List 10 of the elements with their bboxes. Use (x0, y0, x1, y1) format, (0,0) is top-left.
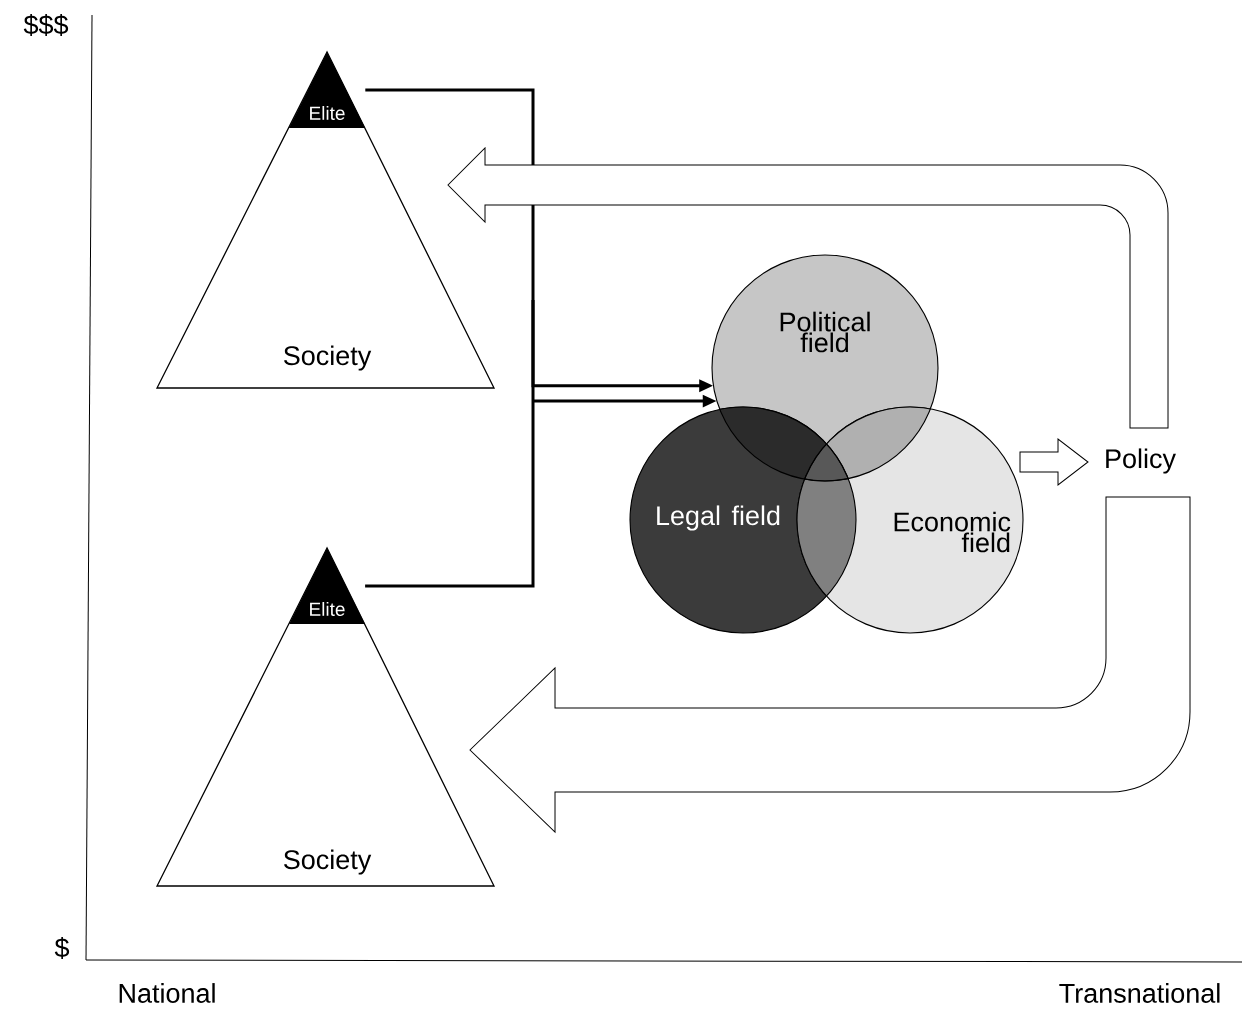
policy-label: Policy (1106, 448, 1176, 474)
axis-label: National (119, 983, 215, 1003)
axis-label: $ (54, 937, 70, 959)
elite-tip: Elite (289, 548, 365, 624)
elite-tip: Elite (288, 52, 366, 128)
hollow-arrow (447, 147, 1169, 429)
hollow-arrow (1019, 438, 1089, 486)
axis-label: $$$ (23, 14, 69, 36)
axis-label: Transnational (1059, 983, 1220, 1003)
hollow-arrow (469, 496, 1191, 833)
